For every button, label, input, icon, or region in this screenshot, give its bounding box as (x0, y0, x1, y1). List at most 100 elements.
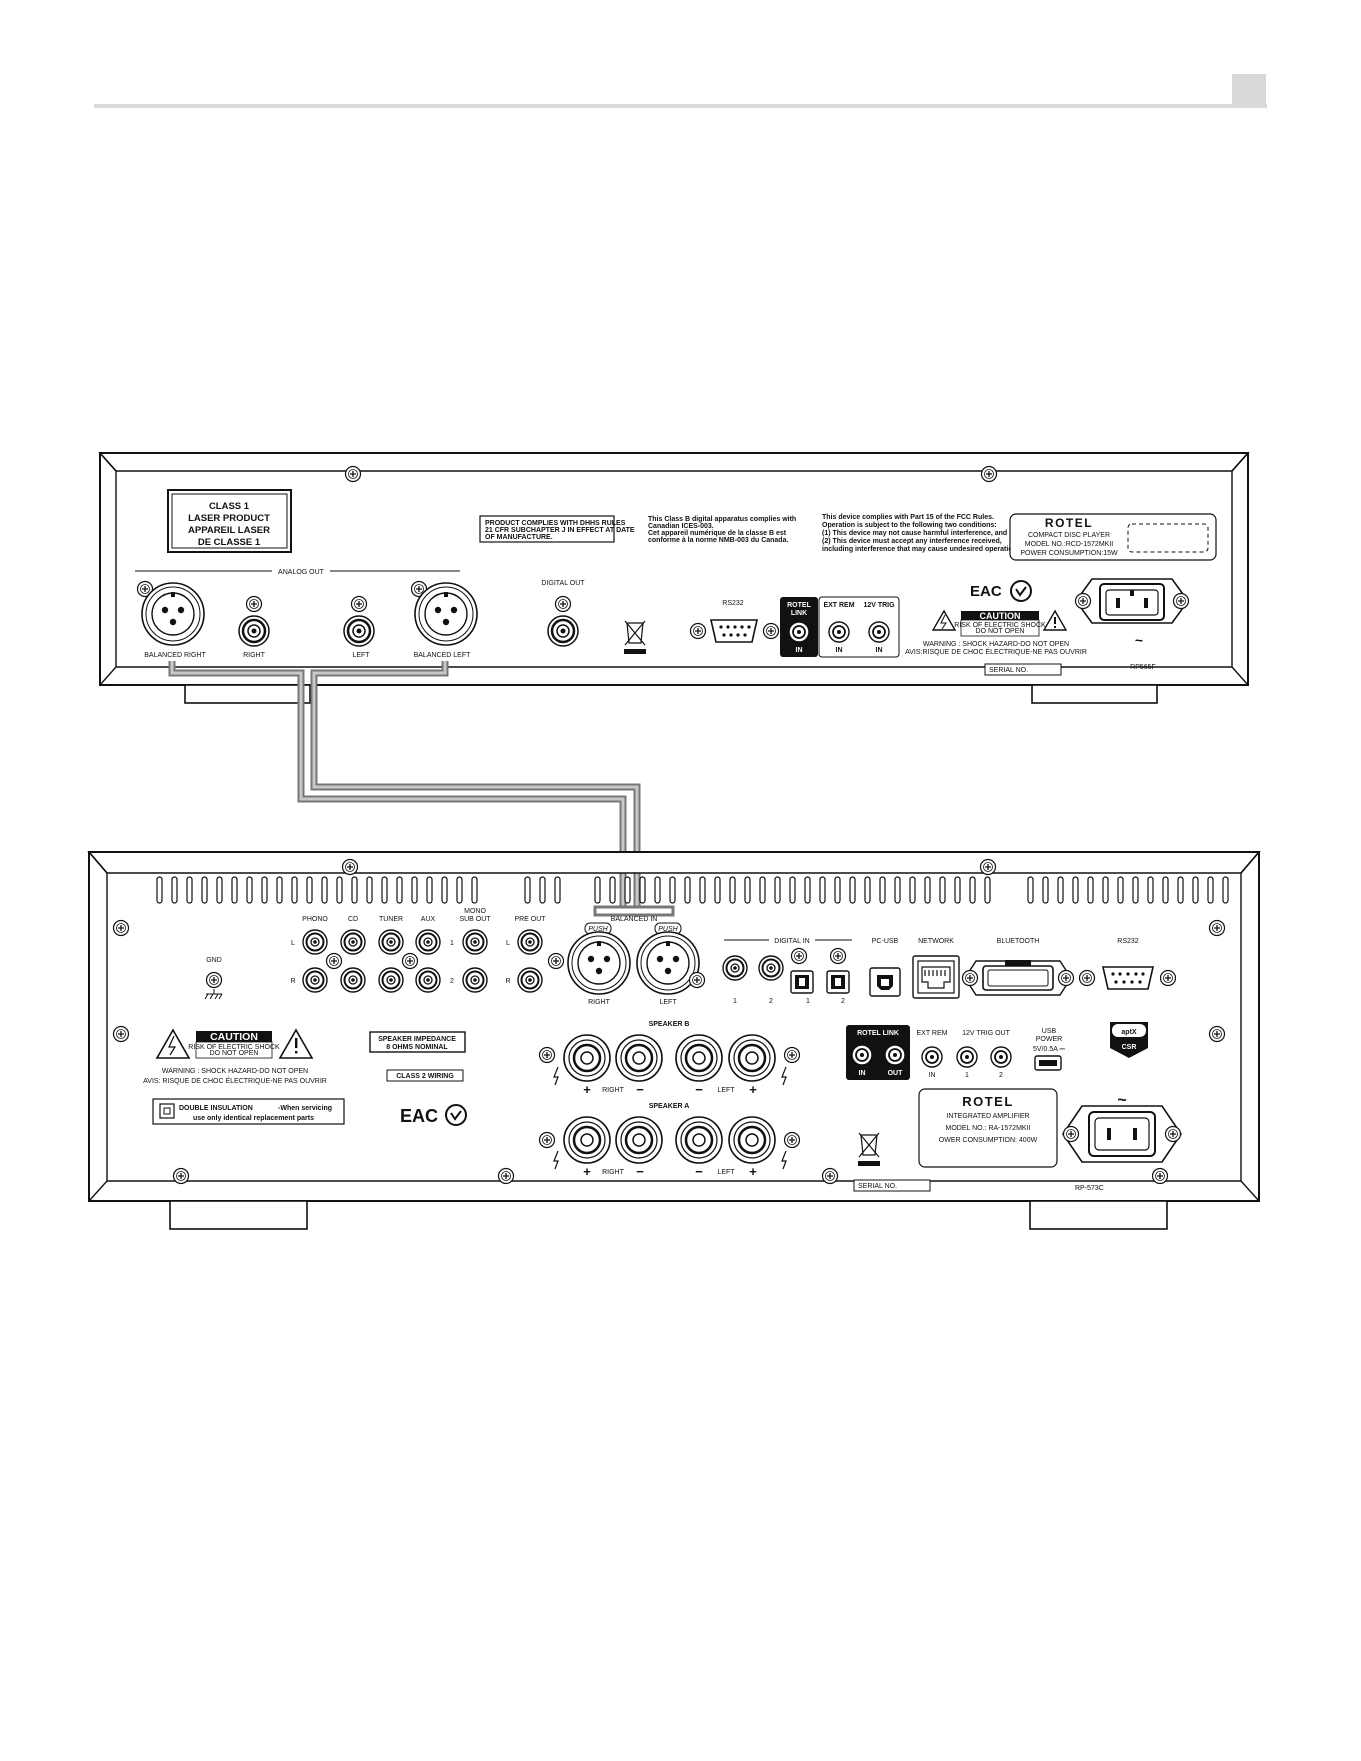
rotel-link-in-jack[interactable] (788, 621, 810, 643)
amp-rs232-label: RS232 (1117, 938, 1139, 945)
trig-in-jack[interactable] (868, 621, 890, 643)
cd-ac-symbol: ~ (1135, 632, 1143, 648)
push-tab-right[interactable]: PUSH (588, 926, 608, 933)
vent-slot (1222, 876, 1229, 904)
aux-l-jack[interactable] (415, 929, 441, 955)
digital-out-coaxial-jack[interactable] (546, 614, 580, 648)
trig-in-label: IN (876, 647, 883, 654)
lightning-icon (553, 1150, 559, 1170)
trig-out-2-jack[interactable] (990, 1046, 1012, 1068)
amp-rating-line-3: OWER CONSUMPTION: 400W (939, 1137, 1038, 1144)
amp-rotel-link-in-label: IN (859, 1070, 866, 1077)
balanced-xlr-cables (168, 661, 641, 906)
fcc-line-2: Operation is subject to the following tw… (822, 522, 997, 529)
screw-icon (1062, 1125, 1080, 1143)
trig-out-1-label: 1 (965, 1072, 969, 1079)
speaker-b-left-negative[interactable] (674, 1033, 724, 1083)
speaker-b-right-negative[interactable] (614, 1033, 664, 1083)
cd-rating-line-2: MODEL NO.:RCD-1572MKII (1025, 541, 1113, 548)
screw-icon (1151, 1167, 1169, 1185)
screw-icon (1164, 1125, 1182, 1143)
speaker-b-right-positive[interactable] (562, 1033, 612, 1083)
amp-rs232-port[interactable] (1101, 966, 1155, 990)
network-label: NETWORK (918, 938, 954, 945)
vent-slot (201, 876, 208, 904)
vent-slot (669, 876, 676, 904)
amp-part-number: RP-573C (1075, 1185, 1104, 1192)
amp-rotel-link-in-jack[interactable] (851, 1044, 873, 1066)
digital-in-section: DIGITAL IN 1 2 1 2 (688, 938, 852, 1005)
balanced-right-label: BALANCED RIGHT (144, 652, 206, 659)
amp-rotel-logo: ROTEL (962, 1094, 1014, 1109)
speaker-a-right-negative[interactable] (614, 1115, 664, 1165)
speaker-a-left-positive[interactable] (727, 1115, 777, 1165)
amp-rotel-link-out-jack[interactable] (884, 1044, 906, 1066)
vent-slot (554, 876, 561, 904)
ground-screw-icon[interactable] (205, 971, 223, 989)
tuner-r-jack[interactable] (378, 967, 404, 993)
speaker-b-label: SPEAKER B (649, 1021, 690, 1028)
vent-slot (969, 876, 976, 904)
phono-l-jack[interactable] (302, 929, 328, 955)
cd-control-section: EXT REM 12V TRIG IN IN (818, 596, 900, 658)
balanced-left-xlr-output[interactable] (414, 582, 478, 646)
caution-sub-2: DO NOT OPEN (976, 628, 1025, 635)
left-rca-output[interactable] (342, 614, 376, 648)
push-tab-left[interactable]: PUSH (658, 926, 678, 933)
coaxial-in-2-jack[interactable] (758, 955, 784, 981)
amplifier-rear-panel (87, 851, 1261, 1230)
speaker-b-left-positive[interactable] (727, 1033, 777, 1083)
vent-slot (624, 876, 631, 904)
sub-out-1-jack[interactable] (462, 929, 488, 955)
optical-in-1-port[interactable] (790, 970, 814, 994)
amp-ext-rem-jack[interactable] (921, 1046, 943, 1068)
sub-2-label: 2 (450, 978, 454, 985)
aptx-text: aptX (1121, 1029, 1137, 1036)
optical-2-label: 2 (841, 998, 845, 1005)
plus-sign: + (749, 1082, 757, 1097)
balanced-in-right-xlr[interactable] (567, 931, 631, 995)
cd-r-jack[interactable] (340, 967, 366, 993)
cd-label: CD (348, 916, 358, 923)
right-rca-output[interactable] (237, 614, 271, 648)
amp-caution-sub-1: RISK OF ELECTRIC SHOCK (188, 1044, 280, 1051)
tuner-l-jack[interactable] (378, 929, 404, 955)
aux-r-jack[interactable] (415, 967, 441, 993)
vent-slot (744, 876, 751, 904)
trig-out-1-jack[interactable] (956, 1046, 978, 1068)
balanced-right-xlr-output[interactable] (141, 582, 205, 646)
coaxial-in-1-jack[interactable] (722, 955, 748, 981)
screw-icon (350, 595, 368, 613)
pre-out-l-jack[interactable] (517, 929, 543, 955)
balanced-in-label: BALANCED IN (611, 916, 658, 923)
pre-out-r-jack[interactable] (517, 967, 543, 993)
analog-out-label: ANALOG OUT (278, 569, 325, 576)
cd-l-jack[interactable] (340, 929, 366, 955)
vent-slot (1042, 876, 1049, 904)
speaker-a-left-label: LEFT (717, 1169, 735, 1176)
balanced-in-left-xlr[interactable] (636, 931, 700, 995)
rs232-port[interactable] (709, 619, 759, 643)
phono-r-jack[interactable] (302, 967, 328, 993)
vent-slot (186, 876, 193, 904)
vent-slot (1072, 876, 1079, 904)
speaker-a-label: SPEAKER A (649, 1103, 690, 1110)
vent-slot (471, 876, 478, 904)
lightning-icon (781, 1066, 787, 1086)
amp-serial-box (853, 1179, 931, 1192)
vent-slot (216, 876, 223, 904)
ext-rem-in-jack[interactable] (828, 621, 850, 643)
dhhs-line-2: 21 CFR SUBCHAPTER J IN EFFECT AT DATE (485, 527, 635, 534)
laser-line-3: APPAREIL LASER (188, 525, 270, 536)
speaker-a-left-negative[interactable] (674, 1115, 724, 1165)
optical-in-2-port[interactable] (826, 970, 850, 994)
speaker-a-right-positive[interactable] (562, 1115, 612, 1165)
left-label: LEFT (352, 652, 370, 659)
sub-out-2-jack[interactable] (462, 967, 488, 993)
vent-slot (306, 876, 313, 904)
vent-slot (654, 876, 661, 904)
vent-slot (909, 876, 916, 904)
fcc-line-5: including interference that may cause un… (822, 546, 1019, 553)
vent-slot (774, 876, 781, 904)
vent-slot (1147, 876, 1154, 904)
